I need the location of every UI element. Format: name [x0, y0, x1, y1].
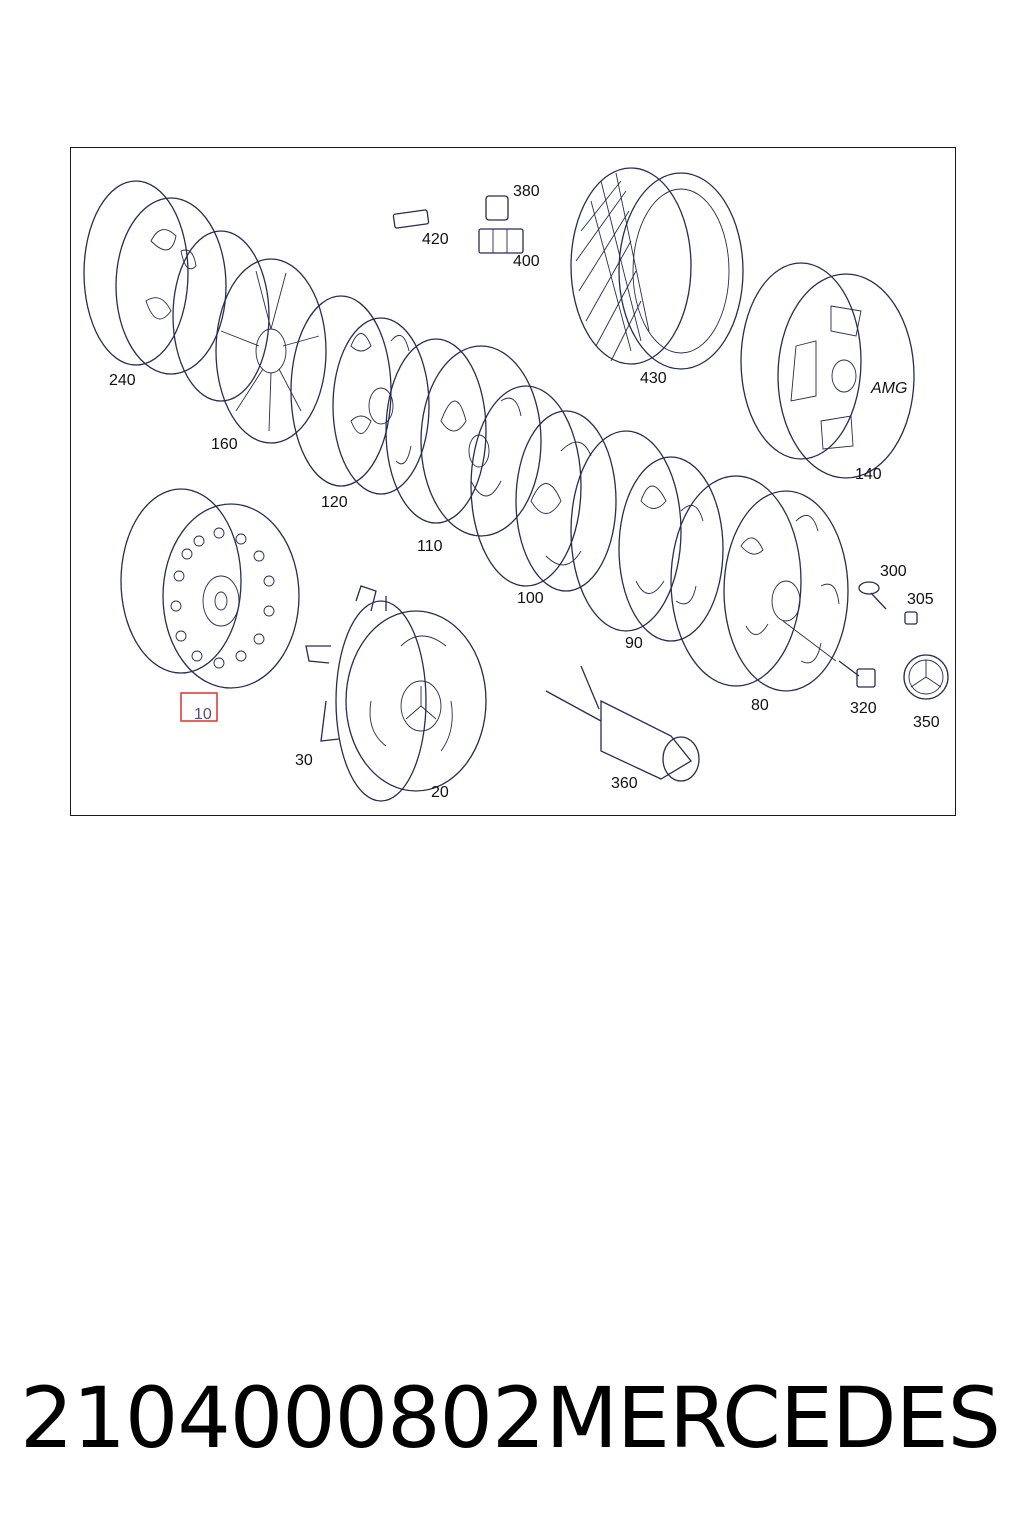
wheel-90: [570, 430, 724, 642]
star-emblem-350: [903, 654, 949, 700]
parts-diagram-frame: AMG: [70, 147, 956, 816]
wheel-tool-360: [545, 665, 700, 782]
wheel-140: AMG: [740, 262, 915, 479]
wheel-weight-380: [485, 195, 509, 221]
callout-320: 320: [850, 700, 877, 717]
callout-420: 420: [422, 231, 449, 248]
wheel-bolt-320: [838, 660, 876, 688]
callout-300: 300: [880, 563, 907, 580]
callout-110: 110: [417, 538, 443, 555]
wheel-weight-420: [392, 209, 430, 229]
footer: 2104000802 MERCEDES: [0, 1368, 1024, 1468]
wheel-120: [290, 295, 430, 495]
callout-305: 305: [907, 591, 934, 608]
callout-360: 360: [611, 775, 638, 792]
steel-wheel-10: [120, 488, 300, 689]
highlight-box: [180, 692, 218, 722]
callout-100: 100: [517, 590, 544, 607]
valve-stem-300: [858, 581, 887, 610]
callout-140: 140: [855, 466, 882, 483]
callout-350: 350: [913, 714, 940, 731]
callout-90: 90: [625, 635, 643, 652]
tire-430: [570, 167, 744, 370]
wheel-80: [670, 475, 849, 692]
callout-120: 120: [321, 494, 348, 511]
exploded-wheel-diagram: AMG: [83, 167, 949, 802]
wheel-240: [83, 180, 227, 375]
callout-430: 430: [640, 370, 667, 387]
callout-380: 380: [513, 183, 540, 200]
wheel-weight-400: [478, 228, 524, 254]
wheel-160: [172, 230, 327, 444]
callout-400: 400: [513, 253, 540, 270]
callout-20: 20: [431, 784, 449, 801]
part-number: 2104000802: [20, 1369, 545, 1467]
callout-240: 240: [109, 372, 136, 389]
wheel-cover-ring-30: [305, 585, 427, 802]
hubcap-20: [345, 610, 487, 792]
amg-badge-label: AMG: [870, 380, 907, 397]
callout-30: 30: [295, 752, 313, 769]
callout-160: 160: [211, 436, 238, 453]
brand-name: MERCEDES: [545, 1369, 1001, 1467]
wheel-100: [470, 385, 617, 592]
valve-cap-305: [904, 611, 918, 625]
callout-10: 10: [194, 706, 212, 723]
callout-80: 80: [751, 697, 769, 714]
wheel-110: [385, 338, 542, 537]
